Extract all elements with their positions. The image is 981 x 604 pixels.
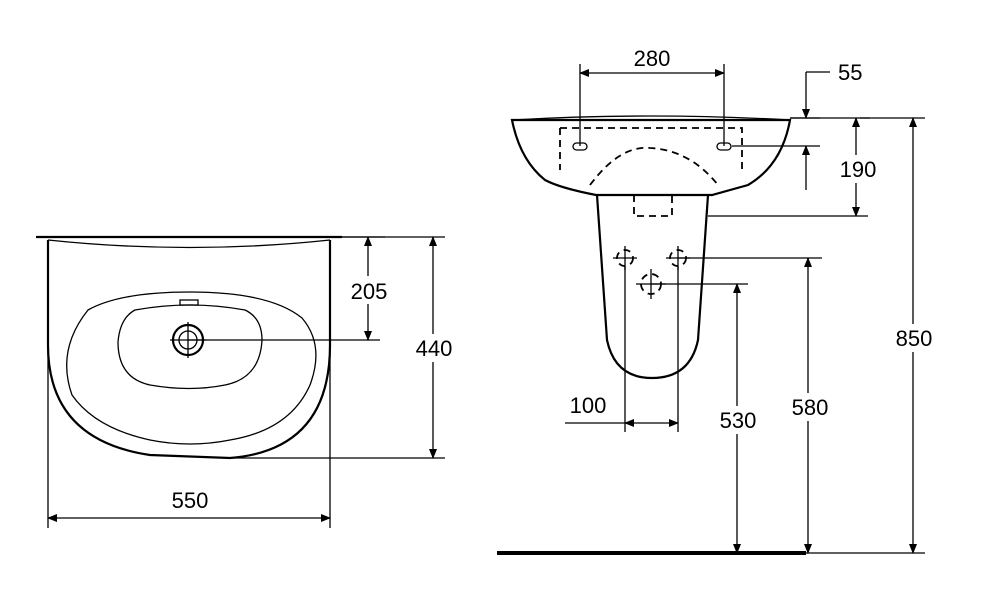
dim-depth: 440 <box>230 236 458 459</box>
dim-label-550: 550 <box>172 488 209 513</box>
dim-label-440: 440 <box>416 336 453 361</box>
dim-rim-height: 850 <box>806 117 938 554</box>
dim-label-850: 850 <box>896 326 933 351</box>
top-view: 205 440 550 <box>36 235 458 528</box>
overflow-slot <box>179 299 199 306</box>
dim-tap-spacing: 280 <box>579 46 725 146</box>
dim-supply-height: 530 <box>651 283 762 554</box>
dim-basin-height: 190 <box>708 117 882 217</box>
basin-front-outline <box>510 118 792 197</box>
basin-outline <box>46 240 332 460</box>
hidden-bowl-line <box>589 146 719 186</box>
dim-label-280: 280 <box>634 46 671 71</box>
dim-width: 550 <box>47 345 331 528</box>
dim-label-205: 205 <box>351 279 388 304</box>
dim-waste-height: 580 <box>678 257 834 554</box>
pedestal-outline <box>595 194 710 380</box>
dim-waste-spacing: 100 <box>565 266 679 432</box>
dim-label-100: 100 <box>570 393 607 418</box>
dim-label-580: 580 <box>792 395 829 420</box>
dim-label-190: 190 <box>840 157 877 182</box>
dim-tap-hole-offset: 205 <box>188 236 393 341</box>
inner-bowl-outline <box>66 291 317 445</box>
side-view: 280 55 190 850 <box>497 46 938 555</box>
dim-label-530: 530 <box>720 408 757 433</box>
dim-label-55: 55 <box>838 60 862 85</box>
drain-pool-outline <box>117 304 263 390</box>
